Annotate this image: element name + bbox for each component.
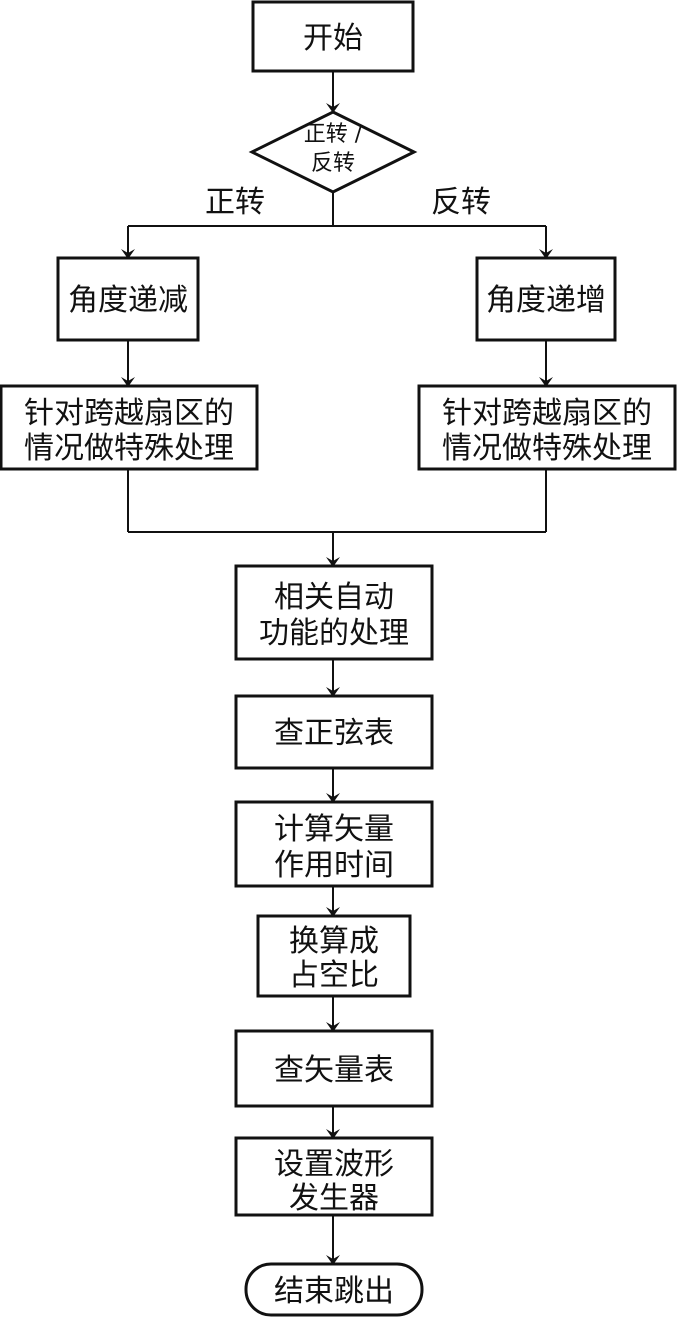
connectors	[121, 71, 553, 1265]
vector-table-label: 查矢量表	[274, 1053, 394, 1088]
right-step2-line-1: 针对跨越扇区的	[442, 396, 652, 431]
waveform-box: 设置波形 发生器	[234, 1136, 434, 1217]
sine-table-box: 查正弦表	[234, 694, 434, 770]
sine-table-label: 查正弦表	[274, 716, 394, 751]
end-terminator: 结束跳出	[244, 1262, 424, 1317]
duty-cycle-box: 换算成 占空比	[256, 914, 412, 998]
vector-time-line-1: 计算矢量	[274, 812, 394, 847]
branch-label-forward: 正转	[205, 185, 265, 220]
start-box: 开始	[251, 0, 415, 73]
vector-time-box: 计算矢量 作用时间	[234, 800, 434, 888]
left-step1-box: 角度递减	[56, 256, 200, 342]
right-step2-line-2: 情况做特殊处理	[442, 431, 652, 466]
auto-function-line-1: 相关自动	[274, 580, 394, 615]
right-step2-box: 针对跨越扇区的 情况做特殊处理	[417, 384, 677, 471]
auto-function-line-2: 功能的处理	[259, 616, 409, 651]
vector-time-line-2: 作用时间	[274, 848, 394, 883]
duty-cycle-line-2: 占空比	[289, 958, 379, 993]
auto-function-box: 相关自动 功能的处理	[234, 564, 434, 661]
decision-line-1: 正转 /	[304, 122, 363, 147]
branch-label-reverse: 反转	[431, 185, 491, 220]
vector-table-box: 查矢量表	[234, 1029, 434, 1108]
left-step2-line-2: 情况做特殊处理	[24, 431, 234, 466]
start-label: 开始	[303, 21, 363, 56]
waveform-line-2: 发生器	[289, 1181, 379, 1216]
left-step2-line-1: 针对跨越扇区的	[24, 396, 234, 431]
left-step2-box: 针对跨越扇区的 情况做特殊处理	[0, 384, 259, 471]
right-step1-label: 角度递增	[486, 283, 606, 318]
end-label: 结束跳出	[274, 1274, 394, 1309]
right-step1-box: 角度递增	[475, 256, 617, 342]
left-step1-label: 角度递减	[68, 283, 188, 318]
waveform-line-1: 设置波形	[274, 1147, 394, 1182]
direction-decision: 正转 / 反转	[248, 110, 418, 194]
decision-line-2: 反转	[311, 151, 355, 176]
duty-cycle-line-1: 换算成	[289, 924, 379, 959]
